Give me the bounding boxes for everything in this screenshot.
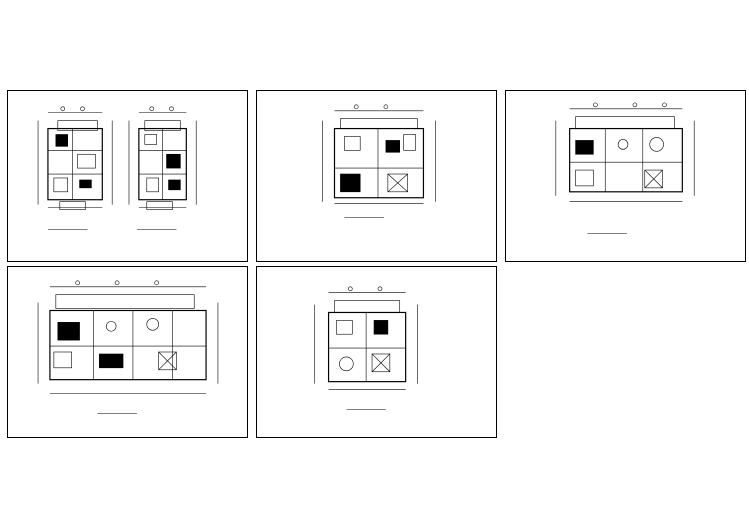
plan-panel-2 (322, 104, 436, 218)
floor-plan-1b (128, 106, 197, 210)
plan-panel-1 (37, 106, 197, 230)
floor-plan-5 (314, 286, 418, 410)
drawing-frame-5 (256, 266, 497, 438)
floor-plan-2 (322, 104, 436, 218)
plan-panel-4 (37, 280, 219, 414)
plan-panel-3 (555, 102, 695, 234)
drawing-frame-3 (505, 90, 746, 262)
drawing-frame-2 (256, 90, 497, 262)
drawing-frame-1 (7, 90, 248, 262)
plan-panel-5 (314, 286, 418, 410)
floor-plan-1a (37, 106, 113, 210)
drawing-frame-4 (7, 266, 248, 438)
floor-plan-3 (555, 102, 695, 234)
floor-plan-4 (37, 280, 219, 414)
